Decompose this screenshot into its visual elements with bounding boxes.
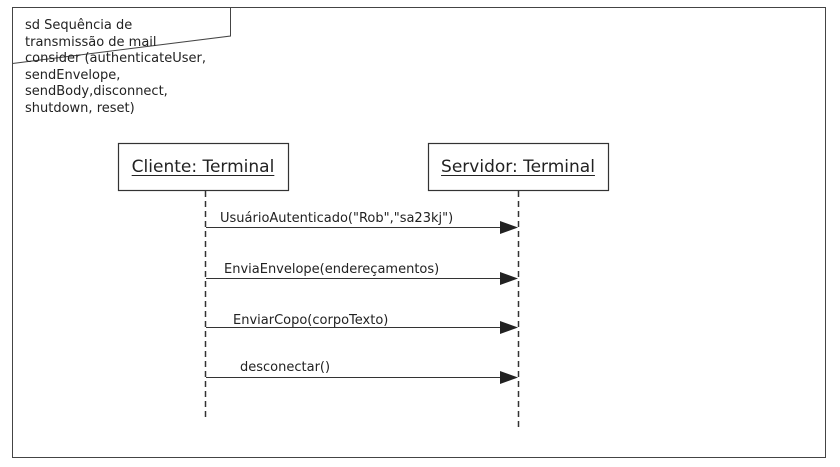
lifeline-label-client: Cliente: Terminal <box>131 157 275 177</box>
frame-title: sd Sequência de transmissão de mail cons… <box>25 18 206 116</box>
message-arrow-3 <box>206 321 518 334</box>
frame-title-tab <box>12 7 231 64</box>
lifeline-box-client <box>117 142 290 192</box>
diagram-frame <box>12 7 826 458</box>
message-label-3: EnviarCopo(corpoTexto) <box>233 313 389 328</box>
lifeline-box-server <box>427 142 610 192</box>
message-arrow-4 <box>206 371 518 384</box>
message-label-4: desconectar() <box>240 360 331 375</box>
message-arrow-1 <box>206 221 518 234</box>
message-label-2: EnviaEnvelope(endereçamentos) <box>224 262 440 277</box>
message-label-1: UsuárioAutenticado("Rob","sa23kj") <box>220 211 454 226</box>
lifeline-label-server: Servidor: Terminal <box>441 157 595 177</box>
message-arrow-2 <box>206 272 518 285</box>
